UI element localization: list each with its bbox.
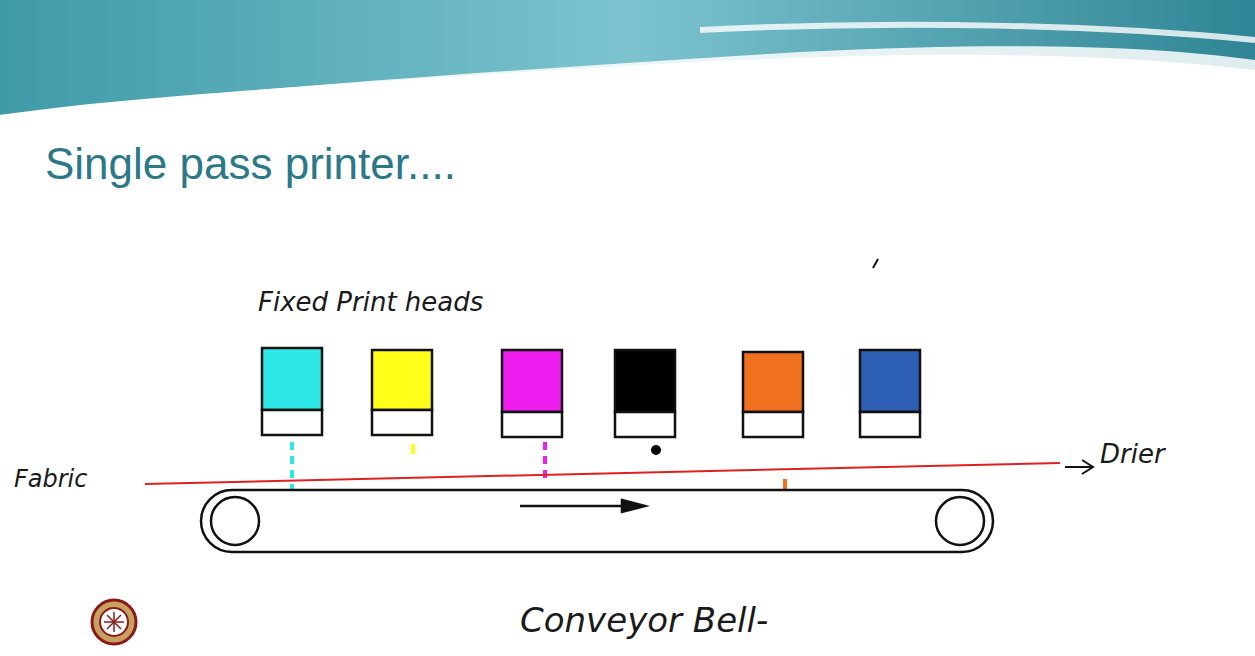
print-heads-label: Fixed Print heads	[258, 288, 483, 317]
conveyor-belt	[201, 490, 993, 552]
header-swoosh-line	[700, 25, 1255, 40]
institute-logo	[92, 600, 136, 644]
ink-drops	[292, 442, 785, 490]
drier-label: Drier	[1100, 440, 1165, 469]
conveyor-belt-label: Conveyor Bell-	[520, 602, 768, 639]
print-heads	[262, 348, 920, 437]
fabric-label: Fabric	[14, 466, 87, 492]
slide-title: Single pass printer....	[45, 140, 456, 188]
header-swoosh	[0, 46, 1255, 122]
drier-arrow	[1065, 460, 1093, 474]
fabric-line	[145, 463, 1060, 484]
pen-mark	[873, 259, 878, 268]
